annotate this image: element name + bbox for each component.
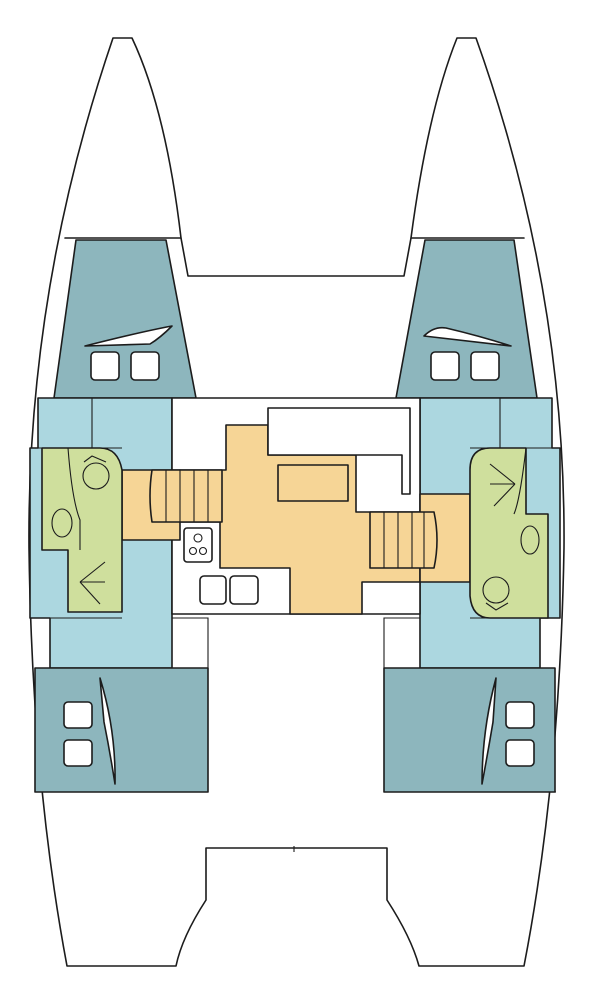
stove-icon [183,527,213,563]
hatch-icon [505,739,535,767]
sink-icon [51,508,73,538]
sink-icon [520,525,540,555]
hatch-icon [84,325,173,347]
hatch-icon [423,326,512,347]
toilet-icon [82,455,110,490]
left-partition [172,617,209,668]
bathroom-left [41,447,123,613]
sink-icon [199,575,259,605]
hatch-icon [481,677,497,785]
shower-icon [79,561,106,605]
nav-station [267,407,411,495]
hatch-icon [99,677,116,785]
toilet-icon [482,576,510,611]
stairs-right [369,511,438,569]
hatch-icon [130,351,160,381]
bathroom-right [469,447,549,619]
hatch-icon [430,351,460,381]
cabin-rear-right [383,667,556,793]
hatch-icon [470,351,500,381]
shower-icon [489,463,516,507]
right-partition [383,617,420,668]
hatch-icon [63,739,93,767]
cabin-rear-left [34,667,209,793]
hatch-icon [63,701,93,729]
hatch-icon [90,351,120,381]
hatch-icon [505,701,535,729]
saloon-table [277,464,349,502]
stairs-left [149,469,223,523]
